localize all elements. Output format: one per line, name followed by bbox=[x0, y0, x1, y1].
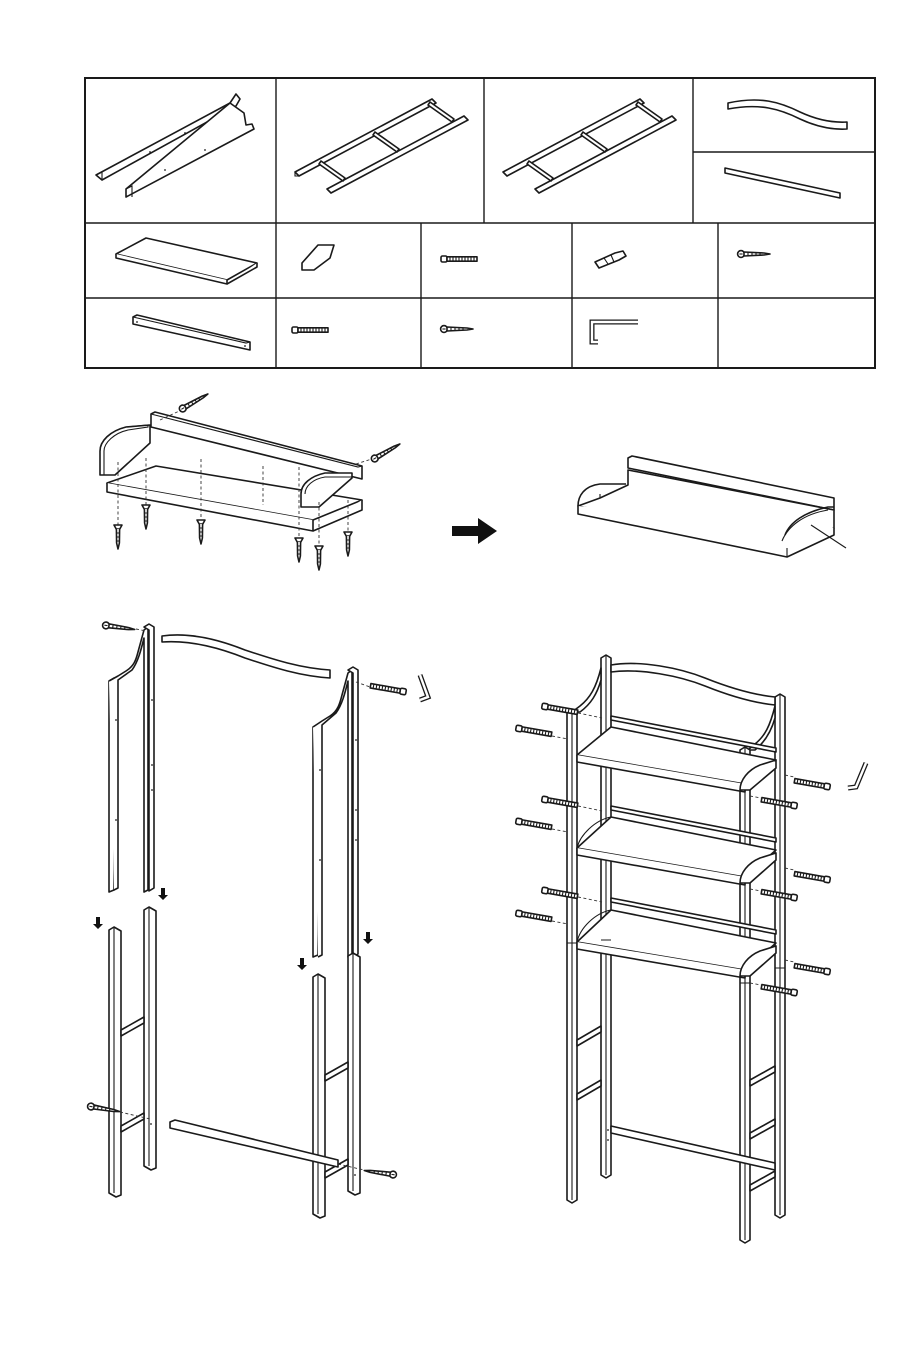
part-upper-side-frames bbox=[96, 94, 254, 197]
step-shelf-assembly bbox=[100, 391, 402, 570]
down-arrow-icon bbox=[363, 932, 373, 944]
part-wall-anchor bbox=[595, 251, 626, 268]
down-arrow-icon bbox=[93, 917, 103, 929]
part-ladder-frame-a bbox=[295, 99, 468, 193]
down-arrow-icon bbox=[297, 958, 307, 970]
part-wood-screw bbox=[441, 326, 473, 333]
part-side-guard-block bbox=[302, 245, 334, 270]
part-short-screw bbox=[738, 251, 770, 258]
part-straight-top-rail bbox=[725, 168, 840, 198]
part-back-guard-rail bbox=[133, 315, 250, 350]
step-final-assembly bbox=[515, 655, 866, 1243]
part-ladder-frame-b bbox=[503, 99, 676, 193]
right-arrow-icon bbox=[452, 518, 497, 544]
step-assembled-shelf bbox=[578, 456, 846, 557]
part-long-bolt bbox=[441, 256, 477, 262]
step-frame-assembly bbox=[87, 622, 428, 1218]
part-shelf-panel bbox=[116, 238, 257, 284]
part-curved-top-rail bbox=[728, 100, 847, 129]
down-arrow-icon bbox=[158, 888, 168, 900]
part-cam-bolt bbox=[292, 327, 328, 333]
part-allen-key bbox=[592, 322, 638, 342]
